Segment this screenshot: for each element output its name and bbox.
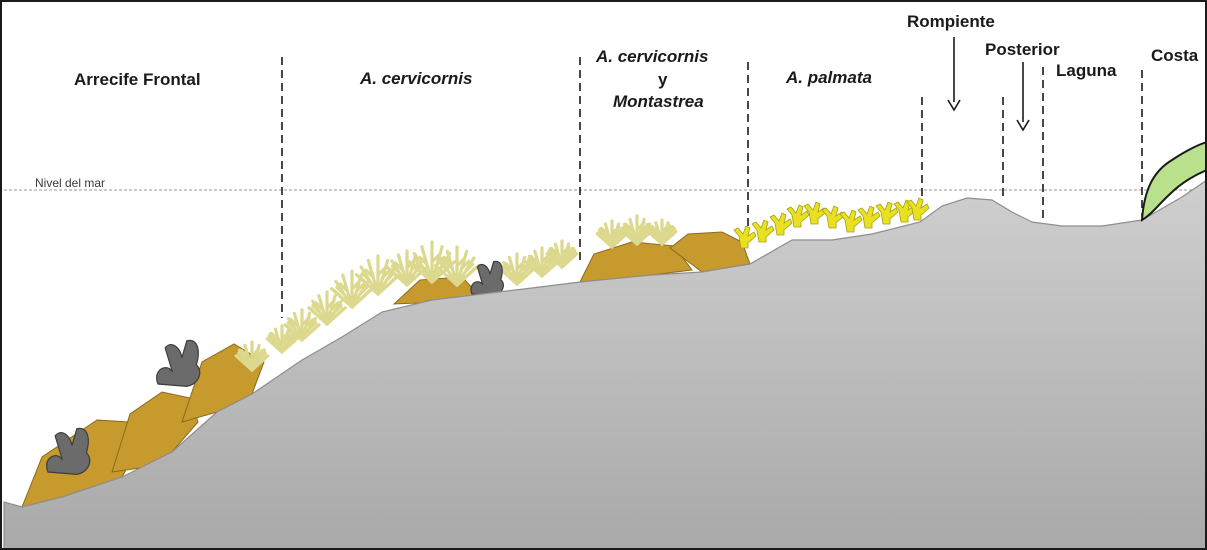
zone-label-cervicornis-montastrea-line3: Montastrea [613,92,704,112]
zone-label-arrecife-frontal: Arrecife Frontal [74,70,201,90]
palmata-colony-7 [840,210,862,232]
palmata-colony-2 [752,220,774,242]
palmata-colony-6 [822,206,844,228]
cervicornis-colony-13 [597,221,626,247]
zone-label-rompiente: Rompiente [907,12,995,32]
zone-label-a-palmata: A. palmata [786,68,872,88]
zone-label-posterior: Posterior [985,40,1060,60]
palmata-colony-3 [770,213,792,235]
cervicornis-colony-15 [648,220,676,244]
zone-label-costa: Costa [1151,46,1198,66]
zone-label-laguna: Laguna [1056,61,1116,81]
zone-label-cervicornis-montastrea-line1: A. cervicornis [596,47,708,67]
palmata-colony-8 [858,206,880,228]
sea-level-label: Nivel del mar [35,176,105,190]
zone-label-cervicornis-montastrea-line2: y [658,70,667,90]
zone-label-a-cervicornis: A. cervicornis [360,69,472,89]
dark-coral-colony-2 [157,340,200,386]
